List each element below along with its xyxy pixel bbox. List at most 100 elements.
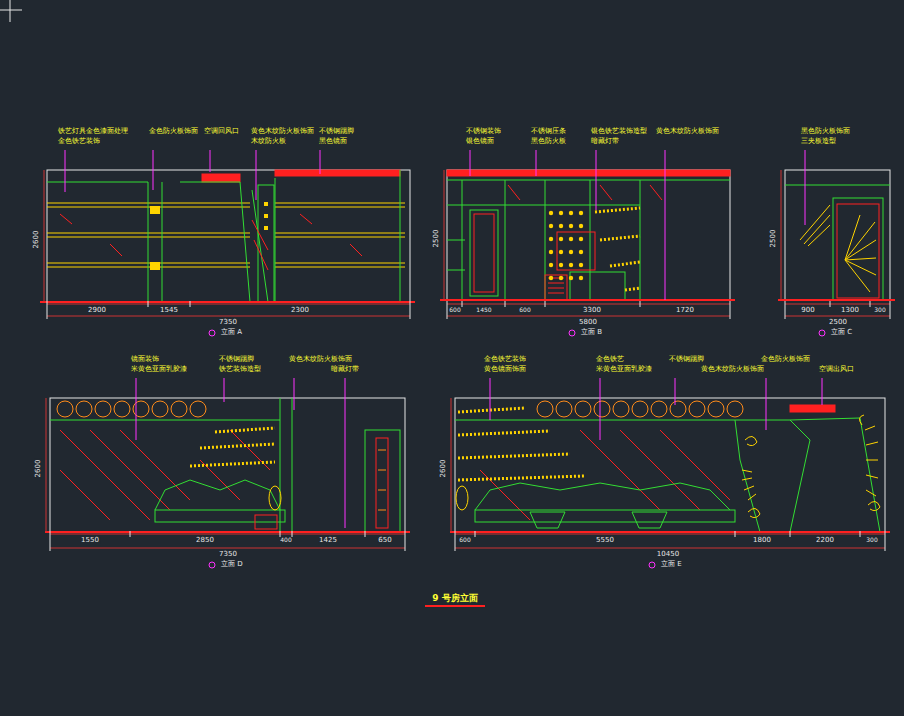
round-ornament bbox=[594, 401, 610, 417]
round-ornament bbox=[689, 401, 705, 417]
dot bbox=[549, 224, 553, 228]
dimension-text: 600 bbox=[518, 307, 531, 313]
sheet-title: 9 号房立面 bbox=[431, 594, 478, 603]
annotation-text: 黄色木纹防火板饰面 bbox=[288, 356, 353, 363]
dimension-text: 7350 bbox=[218, 319, 238, 326]
dimension-text: 600 bbox=[448, 307, 461, 313]
annotation-text: 木纹防火板 bbox=[250, 138, 287, 145]
dot bbox=[549, 211, 553, 215]
dimension-text: 650 bbox=[377, 537, 392, 544]
view-label: 立面 E bbox=[660, 561, 683, 568]
view-label: 立面 B bbox=[580, 329, 603, 336]
dimension-text: 2500 bbox=[828, 319, 848, 326]
dimension-text: 2900 bbox=[87, 307, 107, 314]
dot bbox=[569, 224, 573, 228]
dimension-text: 2300 bbox=[290, 307, 310, 314]
annotation-text: 黄色镜面饰面 bbox=[483, 366, 527, 373]
annotation-text: 金色防火板饰面 bbox=[760, 356, 811, 363]
dimension-text: 1300 bbox=[840, 307, 860, 314]
dimension-text: 5800 bbox=[578, 319, 598, 326]
dot bbox=[549, 237, 553, 241]
dimension-text: 1425 bbox=[318, 537, 338, 544]
annotation-text: 暗藏灯带 bbox=[330, 366, 360, 373]
dot bbox=[559, 211, 563, 215]
annotation-text: 不锈钢踢脚 bbox=[318, 128, 355, 135]
annotation-text: 银色铁艺装饰造型 bbox=[590, 128, 648, 135]
annotation-text: 金色铁艺装饰 bbox=[483, 356, 527, 363]
dimension-text: 10450 bbox=[656, 551, 680, 558]
dot bbox=[569, 237, 573, 241]
dimension-text: 900 bbox=[800, 307, 815, 314]
annotation-text: 空调回风口 bbox=[203, 128, 240, 135]
dot bbox=[579, 276, 583, 280]
dot bbox=[559, 224, 563, 228]
dimension-text: 7350 bbox=[218, 551, 238, 558]
round-ornament bbox=[76, 401, 92, 417]
dimension-text: 400 bbox=[279, 537, 292, 543]
annotation-text: 不锈钢踢脚 bbox=[668, 356, 705, 363]
dimension-text: 2600 bbox=[35, 459, 42, 479]
round-ornament bbox=[651, 401, 667, 417]
annotation-text: 黑色防火板饰面 bbox=[800, 128, 851, 135]
round-ornament bbox=[632, 401, 648, 417]
round-ornament bbox=[575, 401, 591, 417]
annotation-text: 黄色木纹防火板饰面 bbox=[655, 128, 720, 135]
dot bbox=[569, 276, 573, 280]
dimension-text: 2850 bbox=[195, 537, 215, 544]
annotation-text: 不锈钢压条 bbox=[530, 128, 567, 135]
dimension-text: 2600 bbox=[33, 230, 40, 250]
round-ornament bbox=[727, 401, 743, 417]
round-ornament bbox=[152, 401, 168, 417]
dimension-text: 2600 bbox=[440, 459, 447, 479]
annotation-text: 空调出风口 bbox=[818, 366, 855, 373]
dimension-text: 600 bbox=[458, 537, 471, 543]
dimension-text: 2500 bbox=[770, 229, 777, 249]
dot bbox=[559, 237, 563, 241]
round-ornament bbox=[133, 401, 149, 417]
round-ornament bbox=[708, 401, 724, 417]
round-ornament bbox=[670, 401, 686, 417]
annotation-text: 不锈钢踢脚 bbox=[218, 356, 255, 363]
dot bbox=[579, 237, 583, 241]
dimension-text: 300 bbox=[873, 307, 886, 313]
round-ornament bbox=[114, 401, 130, 417]
dot bbox=[579, 224, 583, 228]
round-ornament bbox=[556, 401, 572, 417]
round-ornament bbox=[57, 401, 73, 417]
dimension-text: 1450 bbox=[475, 307, 492, 313]
dimension-text: 2200 bbox=[815, 537, 835, 544]
annotation-text: 金色铁艺 bbox=[595, 356, 625, 363]
view-label: 立面 A bbox=[220, 329, 243, 336]
dimension-text: 2500 bbox=[433, 229, 440, 249]
dimension-text: 1720 bbox=[675, 307, 695, 314]
annotation-text: 铁艺装饰造型 bbox=[218, 366, 262, 373]
dot bbox=[559, 250, 563, 254]
annotation-text: 金色铁艺装饰 bbox=[57, 138, 101, 145]
dimension-text: 300 bbox=[865, 537, 878, 543]
view-label: 立面 D bbox=[220, 561, 244, 568]
annotation-text: 不锈钢装饰 bbox=[465, 128, 502, 135]
round-ornament bbox=[190, 401, 206, 417]
view-label: 立面 C bbox=[830, 329, 853, 336]
dot bbox=[559, 276, 563, 280]
dimension-text: 1550 bbox=[80, 537, 100, 544]
annotation-text: 暗藏灯带 bbox=[590, 138, 620, 145]
dot bbox=[569, 263, 573, 267]
dot bbox=[569, 250, 573, 254]
annotation-text: 米黄色亚面乳胶漆 bbox=[595, 366, 653, 373]
annotation-text: 金色防火板饰面 bbox=[148, 128, 199, 135]
dot bbox=[549, 276, 553, 280]
round-ornament bbox=[171, 401, 187, 417]
annotation-text: 黑色镜面 bbox=[318, 138, 348, 145]
dot bbox=[569, 211, 573, 215]
dimension-text: 3300 bbox=[582, 307, 602, 314]
dot bbox=[559, 263, 563, 267]
round-ornament bbox=[613, 401, 629, 417]
dot bbox=[579, 211, 583, 215]
dimension-text: 1545 bbox=[159, 307, 179, 314]
annotation-text: 镜面装饰 bbox=[130, 356, 160, 363]
dimension-text: 5550 bbox=[595, 537, 615, 544]
annotation-text: 银色镜面 bbox=[465, 138, 495, 145]
dimension-text: 1800 bbox=[752, 537, 772, 544]
